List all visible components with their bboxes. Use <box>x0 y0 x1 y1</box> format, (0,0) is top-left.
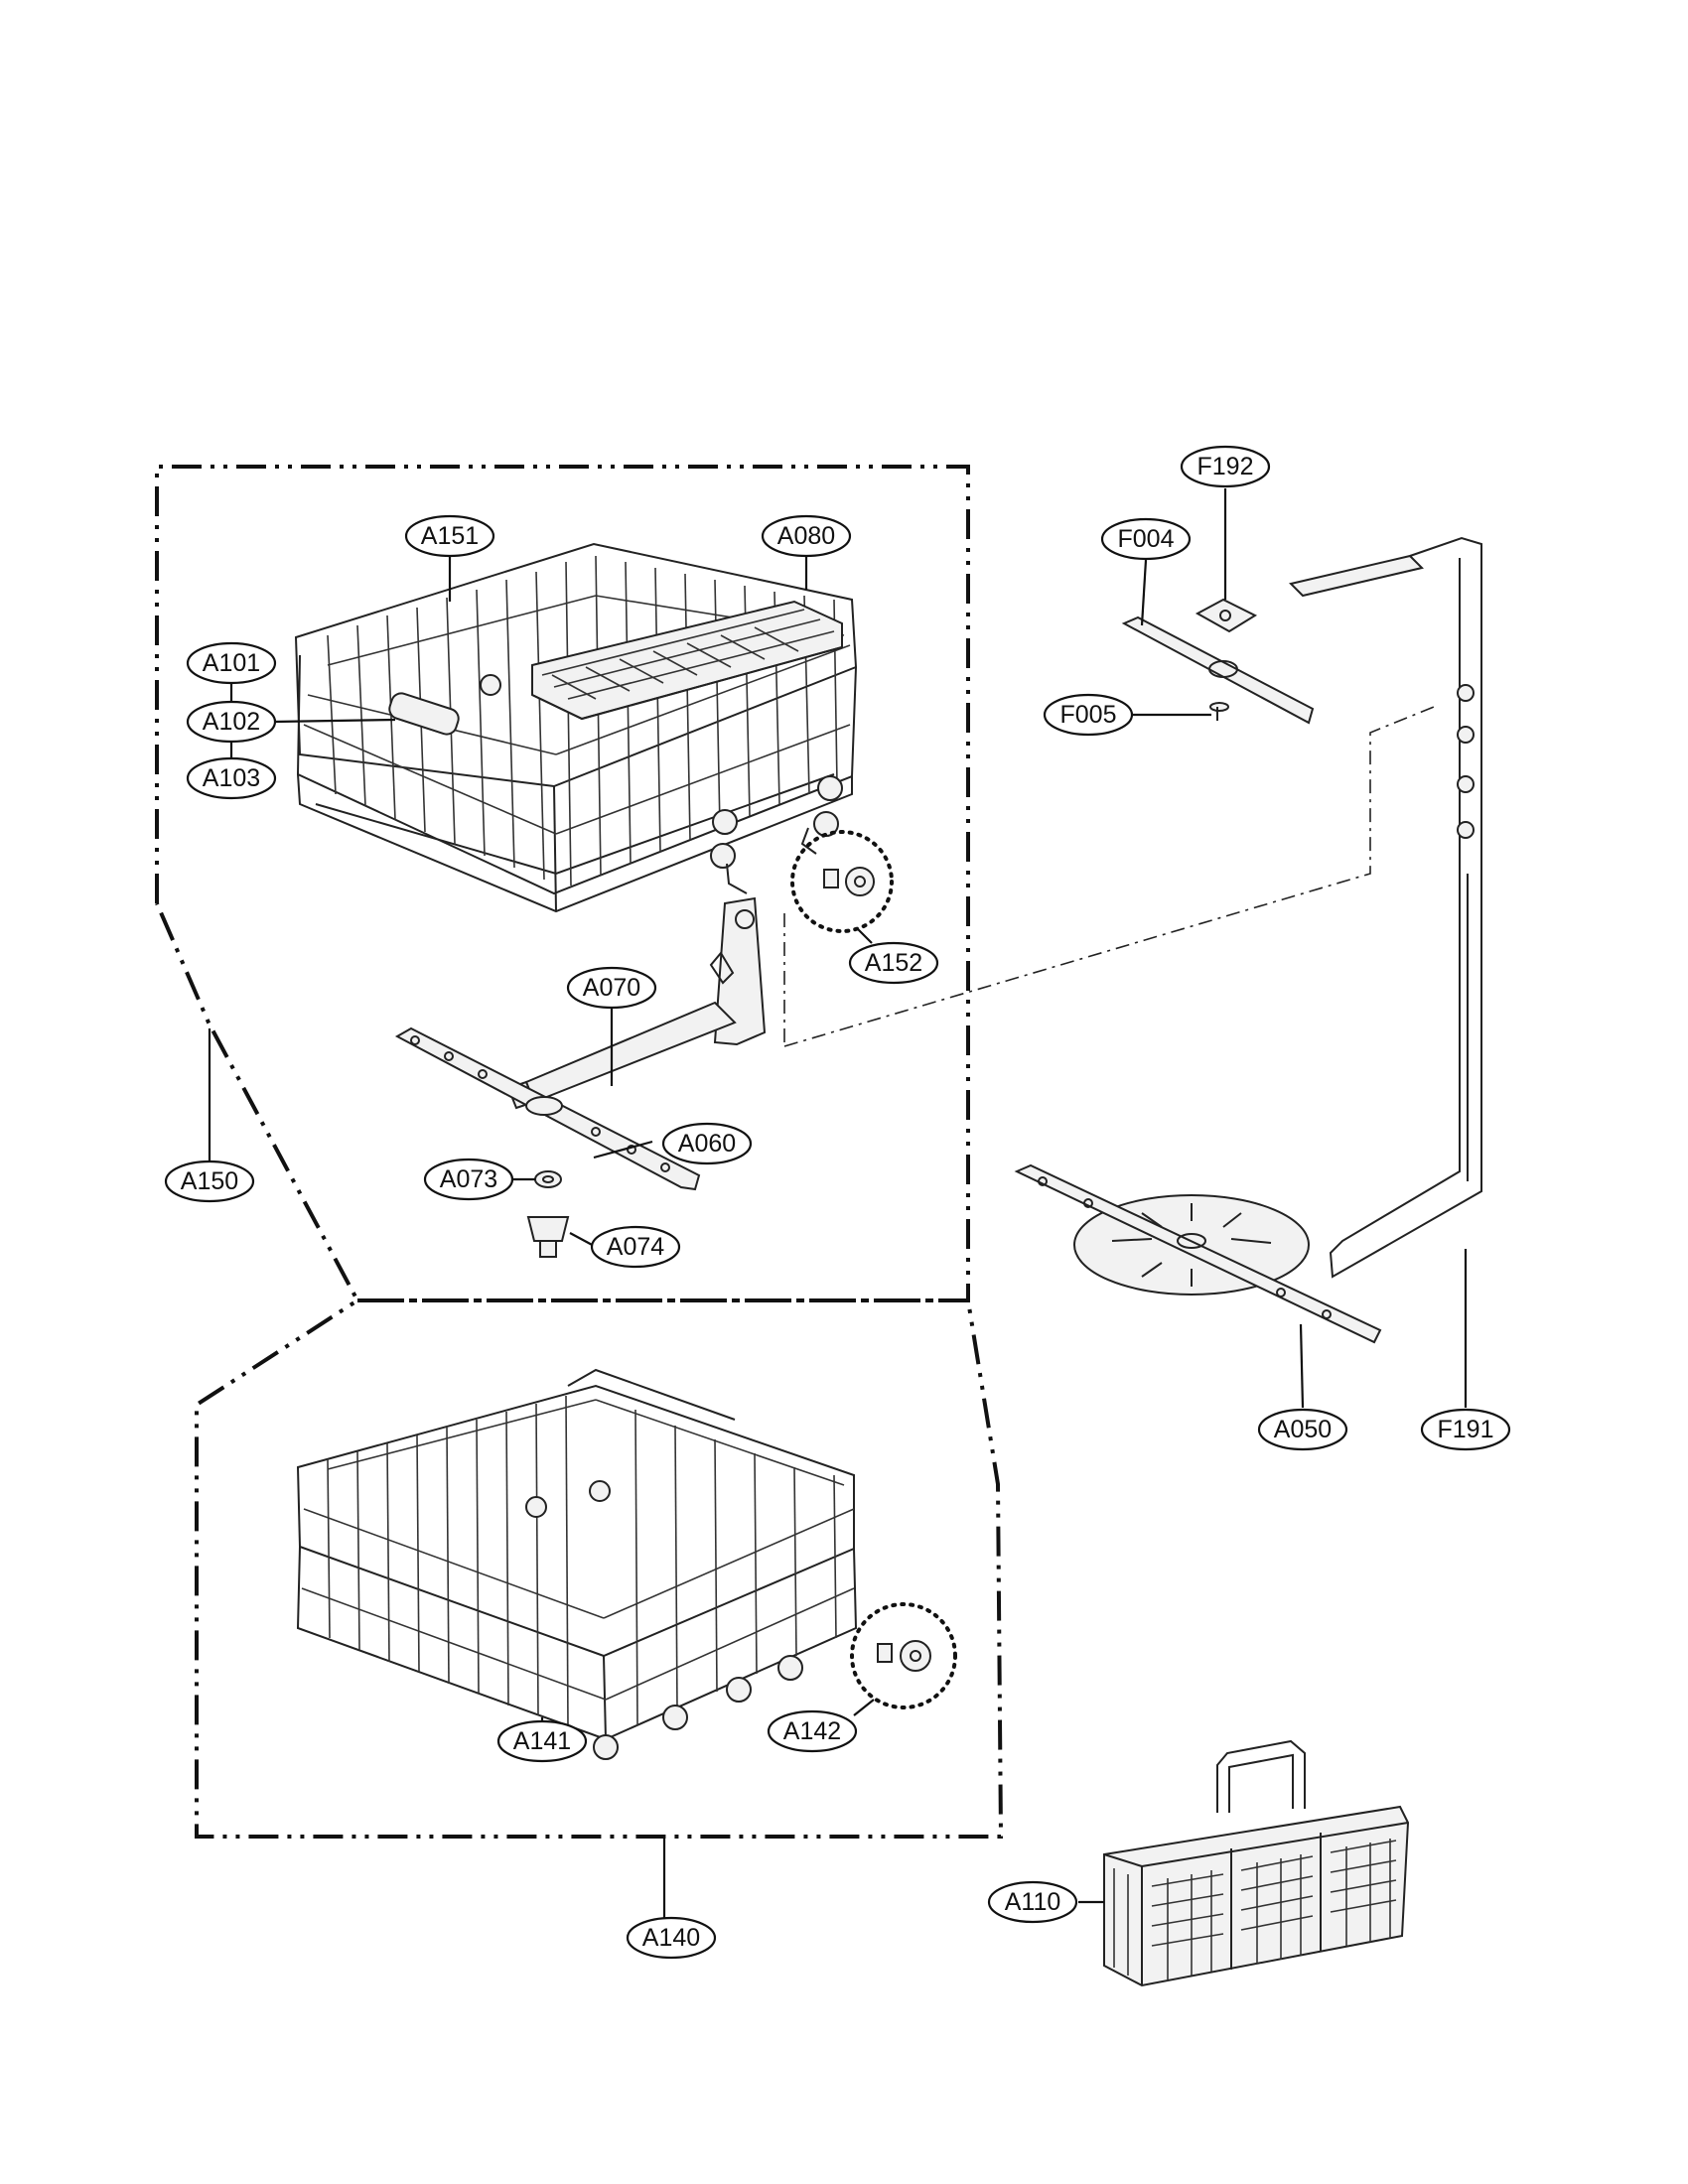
svg-text:A101: A101 <box>203 649 260 677</box>
cutlery-basket <box>1103 1739 1410 1987</box>
svg-text:A110: A110 <box>1005 1888 1061 1916</box>
svg-text:A070: A070 <box>583 974 640 1002</box>
callout-a142: A142 <box>767 1709 858 1753</box>
supply-tube-dash <box>783 706 1435 1047</box>
svg-text:A073: A073 <box>440 1165 497 1193</box>
rack-roller-detail <box>790 830 894 933</box>
svg-text:A141: A141 <box>513 1727 571 1755</box>
top-spray-arm-screw <box>1209 702 1229 721</box>
lower-spray-arm <box>1014 1163 1382 1344</box>
callout-a150: A150 <box>164 1160 255 1203</box>
callout-a102: A102 <box>186 700 277 744</box>
callout-a141: A141 <box>496 1719 588 1763</box>
callout-a073: A073 <box>423 1158 514 1201</box>
upper-rack <box>294 542 858 913</box>
callout-a151: A151 <box>404 514 495 558</box>
cup-shelf <box>531 600 843 721</box>
leader-lines <box>208 488 1468 1924</box>
svg-text:A080: A080 <box>777 522 835 550</box>
lower-rack <box>296 1368 858 1760</box>
svg-text:A151: A151 <box>421 522 479 550</box>
svg-text:A150: A150 <box>181 1167 238 1195</box>
spray-arm-manifold <box>506 896 767 1110</box>
callout-a050: A050 <box>1257 1408 1348 1451</box>
spray-arm-washer <box>534 1170 562 1188</box>
callout-f004: F004 <box>1100 517 1192 561</box>
svg-text:F004: F004 <box>1118 525 1175 553</box>
callout-a101: A101 <box>186 641 277 685</box>
svg-text:A103: A103 <box>203 764 260 792</box>
svg-text:F192: F192 <box>1197 453 1254 480</box>
svg-text:A060: A060 <box>678 1130 736 1158</box>
callout-f192: F192 <box>1180 445 1271 488</box>
callout-a152: A152 <box>848 941 939 985</box>
top-spray-arm-cap <box>1195 598 1258 633</box>
svg-text:F191: F191 <box>1438 1416 1494 1443</box>
svg-text:A074: A074 <box>607 1233 664 1261</box>
callout-f005: F005 <box>1043 693 1134 737</box>
svg-text:A050: A050 <box>1274 1416 1332 1443</box>
svg-text:A102: A102 <box>203 708 260 736</box>
svg-text:A140: A140 <box>642 1924 700 1952</box>
callout-f191: F191 <box>1420 1408 1511 1451</box>
lower-rack-roller-detail <box>850 1602 957 1709</box>
callout-a140: A140 <box>626 1916 717 1960</box>
callout-a070: A070 <box>566 966 657 1010</box>
callout-a080: A080 <box>761 514 852 558</box>
lower-rack-assembly-boundary <box>195 1298 1004 1839</box>
spray-arm-nut <box>526 1216 570 1258</box>
top-spray-arm <box>1121 615 1315 725</box>
water-supply-tube <box>1289 536 1482 1279</box>
callout-a074: A074 <box>590 1225 681 1269</box>
svg-text:A142: A142 <box>783 1717 841 1745</box>
svg-text:A152: A152 <box>865 949 922 977</box>
callout-a060: A060 <box>661 1122 753 1165</box>
svg-text:F005: F005 <box>1060 701 1117 729</box>
callout-a110: A110 <box>987 1880 1078 1924</box>
callout-a103: A103 <box>186 756 277 800</box>
